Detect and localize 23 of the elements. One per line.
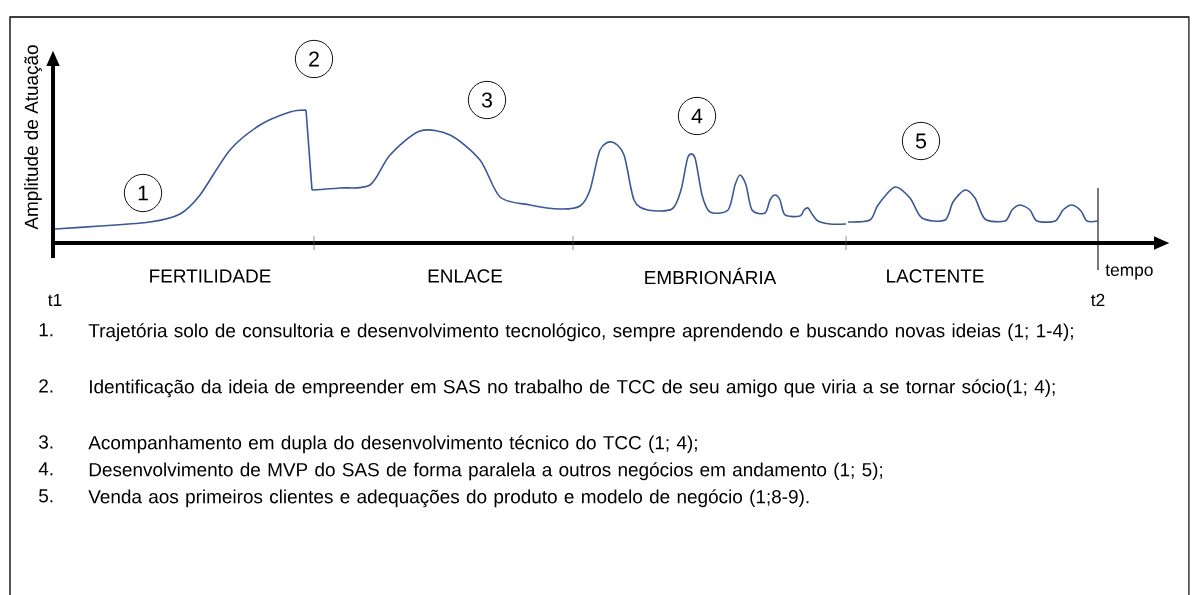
time-label: t2 (1091, 293, 1105, 307)
callout-number: 2 (294, 39, 334, 79)
phase-label: LACTENTE (887, 269, 984, 283)
list-item-text: Trajetória solo de consultoria e desenvolvimento tecnológico, sempre aprendendo e buscando novas ideias (1; 1-4); (88, 323, 1073, 342)
phase-label: ENLACE (428, 269, 503, 283)
list-item-text: Venda aos primeiros clientes e adequações do produto e modelo de negócio (1;8-9). (88, 489, 809, 508)
list-number: 3. (39, 435, 53, 449)
list-item-text: Desenvolvimento de MVP do SAS de forma paralela a outros negócios em andamento (1; 5); (89, 462, 883, 481)
list-number: 1. (39, 323, 53, 337)
axis-title: tempo (1105, 264, 1153, 280)
callout-number: 1 (123, 173, 163, 213)
axis-title: Amplitude de Atuação (24, 45, 42, 230)
phase-label: EMBRIONÁRIA (645, 267, 777, 285)
list-number: 2. (39, 379, 53, 393)
list-number: 4. (38, 462, 53, 476)
phase-label: FERTILIDADE (150, 269, 271, 283)
callout-number: 5 (901, 121, 941, 161)
list-item-text: Acompanhamento em dupla do desenvolvimento técnico do TCC (1; 4); (88, 435, 697, 454)
time-label: t1 (48, 293, 62, 306)
list-number: 5. (39, 489, 53, 503)
callout-number: 4 (677, 96, 717, 136)
callout-number: 3 (467, 80, 507, 120)
list-item-text: Identificação da ideia de empreender em SAS no trabalho de TCC de seu amigo que viria a se tornar sócio(1; 4); (90, 379, 1055, 398)
